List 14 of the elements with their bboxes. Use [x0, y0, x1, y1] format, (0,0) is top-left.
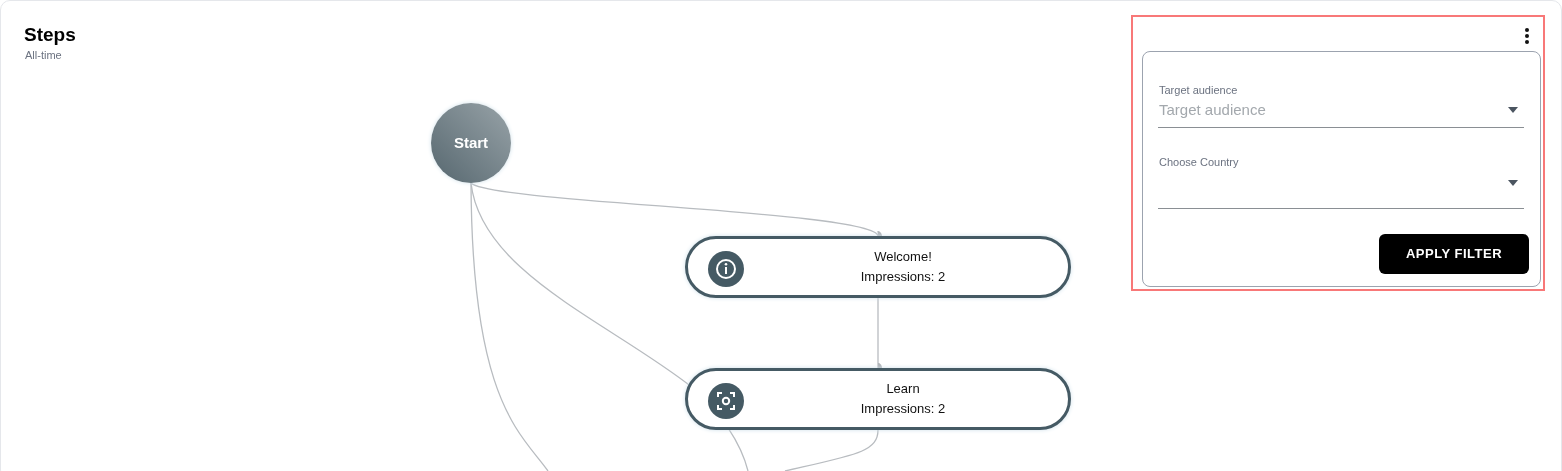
impressions-count: Impressions: 2 — [860, 268, 946, 286]
title: Steps — [24, 23, 76, 47]
step-name: Welcome! — [874, 248, 932, 266]
step-box — [685, 236, 1071, 298]
impressions-count: Impressions: 2 — [860, 400, 946, 418]
node-label: Start — [453, 132, 489, 153]
step-name: Learn — [886, 380, 920, 398]
connector-line — [784, 429, 879, 471]
select-field: Choose Country — [1158, 154, 1524, 209]
subtitle: All-time — [25, 48, 62, 63]
connector-line — [470, 182, 549, 471]
step-box — [685, 368, 1071, 430]
apply-filter-button: APPLY FILTER — [1379, 234, 1529, 274]
select-field: Target audience Target audience — [1158, 82, 1524, 128]
